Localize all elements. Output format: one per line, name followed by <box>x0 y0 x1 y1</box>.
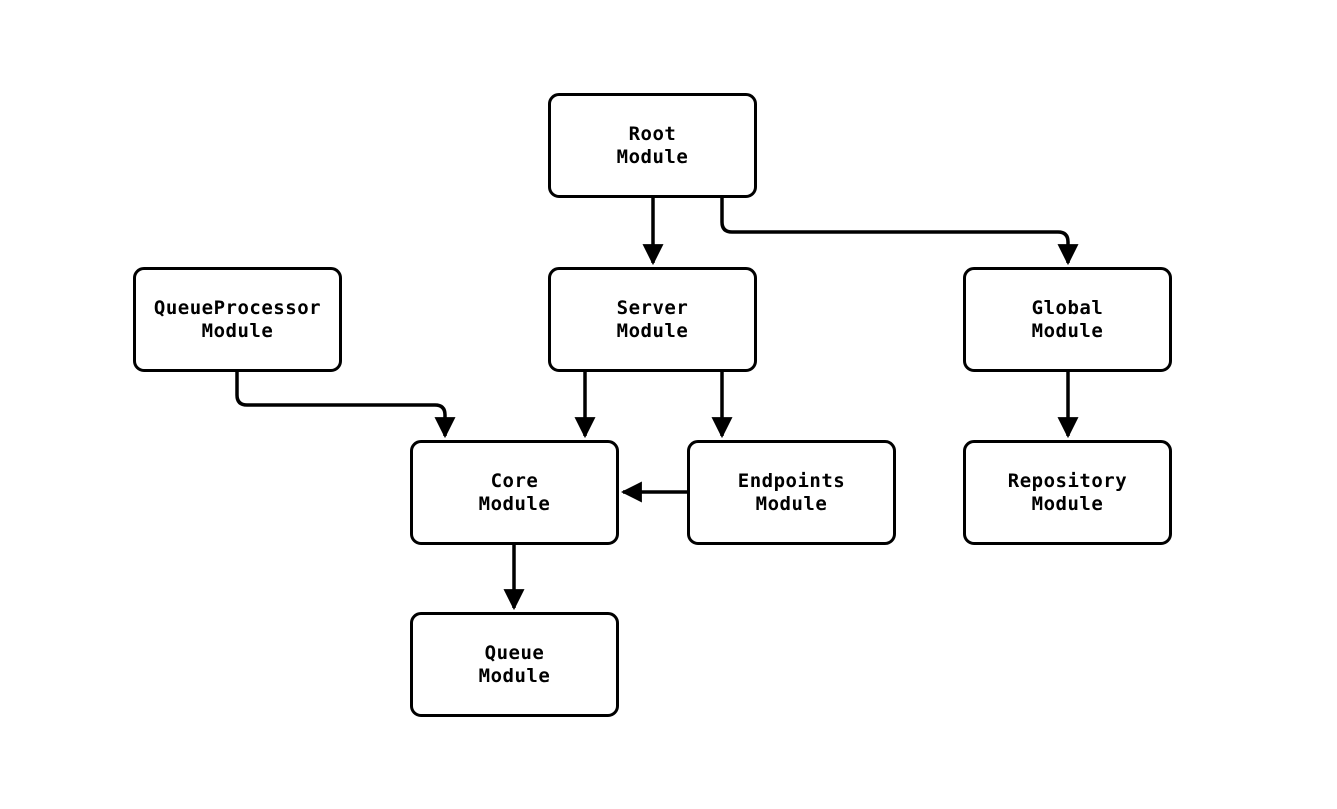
node-label-line2: Module <box>1031 319 1104 342</box>
node-label-line1: Queue <box>484 641 545 664</box>
edge-queueprocessor-core <box>235 372 456 439</box>
node-repository-module: Repository Module <box>963 440 1172 545</box>
node-core-module: Core Module <box>410 440 619 545</box>
node-label-line1: Core <box>490 469 539 492</box>
node-label-line1: Root <box>628 122 677 145</box>
node-label-line2: Module <box>201 319 274 342</box>
edge-root-global <box>720 198 1079 266</box>
node-global-module: Global Module <box>963 267 1172 372</box>
node-label-line1: Server <box>616 296 689 319</box>
node-label-line2: Module <box>616 319 689 342</box>
node-label-line1: Global <box>1031 296 1104 319</box>
node-queueprocessor-module: QueueProcessor Module <box>133 267 342 372</box>
node-endpoints-module: Endpoints Module <box>687 440 896 545</box>
node-label-line1: Endpoints <box>737 469 846 492</box>
node-label-line2: Module <box>755 492 828 515</box>
node-queue-module: Queue Module <box>410 612 619 717</box>
node-label-line2: Module <box>478 664 551 687</box>
node-label-line1: Repository <box>1007 469 1128 492</box>
node-label-line2: Module <box>478 492 551 515</box>
node-label-line2: Module <box>616 145 689 168</box>
node-label-line1: QueueProcessor <box>153 296 322 319</box>
node-label-line2: Module <box>1031 492 1104 515</box>
node-server-module: Server Module <box>548 267 757 372</box>
node-root-module: Root Module <box>548 93 757 198</box>
